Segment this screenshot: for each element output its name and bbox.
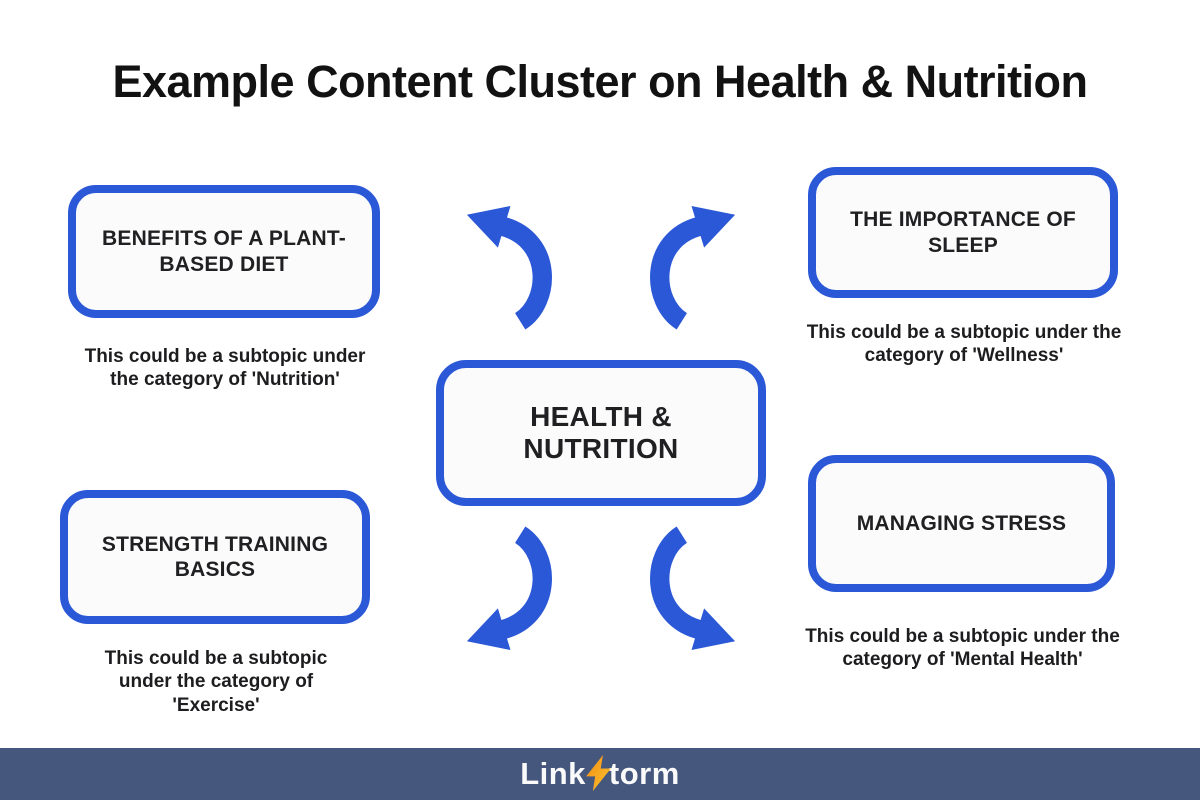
curved-arrow-bottom-right-icon [650,526,736,651]
linkstorm-logo: Link torm [520,755,680,792]
central-topic-box: HEALTH & NUTRITION [436,360,766,506]
subtopic-caption-mental-health: This could be a subtopic under the categ… [805,626,1120,671]
subtopic-caption-exercise: This could be a subtopic under the categ… [104,648,328,716]
subtopic-box-plant-based-diet: BENEFITS OF A PLANT-BASED DIET [68,185,380,318]
lightning-bolt-icon [586,755,611,791]
curved-arrow-bottom-left-icon [466,526,552,651]
logo-text-prefix: Link [520,756,586,791]
subtopic-box-importance-of-sleep: THE IMPORTANCE OF SLEEP [808,167,1118,298]
subtopic-box-managing-stress: MANAGING STRESS [808,455,1115,592]
subtopic-caption-nutrition: This could be a subtopic under the categ… [84,346,366,391]
subtopic-caption-wellness: This could be a subtopic under the categ… [806,322,1122,367]
footer-bar: Link torm [0,748,1200,800]
central-topic-label: HEALTH & NUTRITION [523,400,679,464]
subtopic-label: THE IMPORTANCE OF SLEEP [850,208,1076,257]
subtopic-label: BENEFITS OF A PLANT-BASED DIET [102,227,346,276]
curved-arrow-top-right-icon [650,205,736,330]
page-title: Example Content Cluster on Health & Nutr… [112,56,1088,107]
subtopic-label: MANAGING STRESS [856,511,1067,535]
curved-arrow-top-left-icon [466,205,552,330]
logo-text-suffix: torm [608,756,680,791]
subtopic-box-strength-training: STRENGTH TRAINING BASICS [60,490,370,624]
subtopic-label: STRENGTH TRAINING BASICS [101,532,329,581]
